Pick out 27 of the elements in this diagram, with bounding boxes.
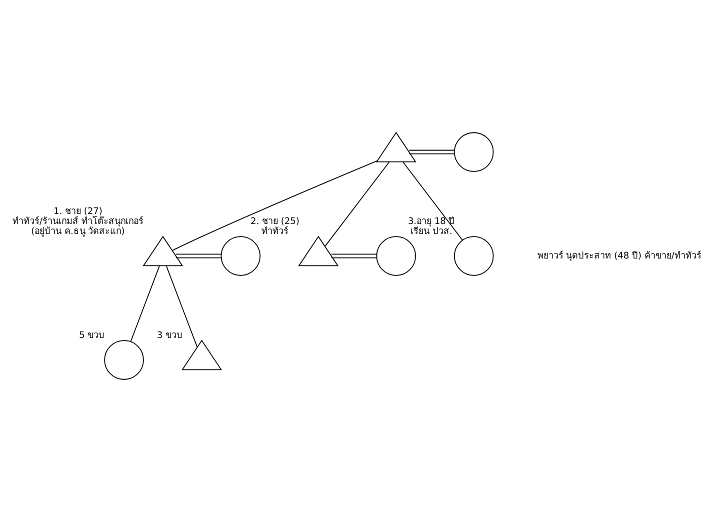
node-triangle xyxy=(142,236,184,266)
connector xyxy=(130,266,160,342)
node-triangle xyxy=(181,340,222,370)
node-label: 2. ชาย (25) xyxy=(250,216,300,227)
connector xyxy=(176,254,222,258)
node-label: 1. ชาย (27) xyxy=(54,206,102,217)
node-circle xyxy=(454,132,494,172)
node-triangle xyxy=(298,236,339,266)
node-circle xyxy=(104,340,144,380)
node-circle xyxy=(376,236,416,276)
node-label: 5 ขวบ xyxy=(79,330,105,341)
node-triangle xyxy=(376,132,416,162)
connector xyxy=(166,266,198,348)
node-label: 3.อายุ 18 ปี xyxy=(408,216,455,227)
connector xyxy=(172,160,378,251)
node-label: เรียน ปวส. xyxy=(410,226,452,237)
node-label: ทำทัวร์/ร้านเกมส์ ทำโต๊ะสนุกเกอร์ xyxy=(12,216,144,227)
node-label: (อยู่บ้าน ค.ธนู วัดสะแก) xyxy=(31,226,125,237)
connector xyxy=(330,254,378,258)
connector xyxy=(408,150,455,154)
connector xyxy=(402,162,463,240)
node-label: 3 ขวบ xyxy=(156,330,182,341)
node-label: ทำทัวร์ xyxy=(261,226,288,237)
node-circle xyxy=(220,236,261,276)
node-circle xyxy=(454,236,494,276)
label: พยาวร์ นุดประสาท (48 ปี) ค้าขาย/ทำทัวร์ xyxy=(537,251,702,262)
connector xyxy=(324,162,390,247)
